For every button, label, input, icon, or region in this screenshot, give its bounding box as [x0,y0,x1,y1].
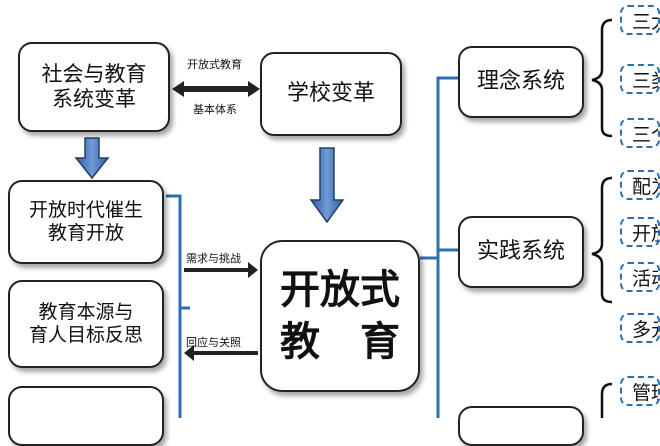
open-edu-edge-label: 开放式教育 [187,58,242,71]
connector-layer [74,18,613,418]
bidirectional-arrow [172,81,260,97]
social-reform-label: 社会与教育 系统变革 [41,61,147,111]
concept-leaf-3: 三个 [620,118,660,148]
open-education-box: 开放式 教 育 [260,240,420,392]
demand-arrow [184,262,258,278]
basic-system-edge-label: 基本体系 [193,103,237,116]
concept-bracket [591,18,613,138]
origin-box: 教育本源与 育人目标反思 [8,280,164,368]
practice-bracket [591,176,613,304]
era-label: 开放时代催生 教育开放 [28,199,143,244]
response-arrow [184,345,258,361]
school-reform-box: 学校变革 [260,52,402,136]
response-edge-label: 回应与关照 [186,336,241,349]
concept-system-box: 理念系统 [458,46,584,118]
origin-label: 教育本源与 育人目标反思 [28,301,143,346]
concept-leaf-1-label: 三大 [632,10,658,33]
practice-leaf-4: 多元 [620,313,660,343]
concept-leaf-2-label: 三类 [632,69,658,92]
practice-leaf-1-label: 配为 [632,175,658,198]
open-education-label: 开放式 教 育 [280,267,400,365]
bottom-leaf-1-label: 管理 [632,381,658,404]
practice-system-label: 实践系统 [476,238,565,264]
right-trunk [420,76,458,418]
school-reform-label: 学校变革 [286,80,375,106]
down-arrow-social [74,137,110,180]
concept-system-label: 理念系统 [476,68,565,94]
concept-leaf-1: 三大 [620,5,660,35]
social-reform-box: 社会与教育 系统变革 [18,42,170,132]
bottom-leaf-1: 管理 [620,376,660,406]
practice-leaf-4-label: 多元 [632,318,658,341]
bottom-right-box [458,406,584,446]
practice-leaf-3-label: 活动 [632,267,658,290]
practice-leaf-1: 配为 [620,170,660,200]
concept-leaf-2: 三类 [620,64,660,94]
practice-leaf-3: 活动 [620,262,660,292]
practice-system-box: 实践系统 [458,216,584,288]
practice-leaf-2: 开放 [620,217,660,247]
practice-leaf-2-label: 开放 [632,222,658,245]
left-bracket [166,194,190,418]
concept-leaf-3-label: 三个 [632,123,658,146]
bottom-left-box [8,386,164,446]
era-box: 开放时代催生 教育开放 [8,180,164,264]
down-arrow-school [309,147,345,224]
bottom-bracket [600,382,613,418]
demand-edge-label: 需求与挑战 [186,252,241,265]
